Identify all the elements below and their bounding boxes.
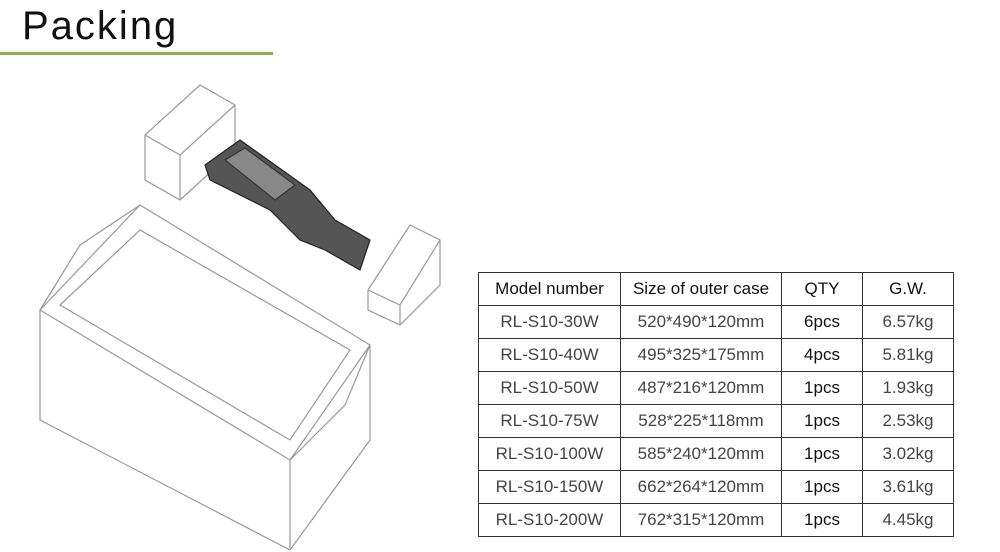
size-cell: 487*216*120mm — [620, 371, 782, 405]
size-cell: 495*325*175mm — [620, 338, 782, 372]
weight-cell: 5.81kg — [862, 338, 954, 372]
model-cell: RL-S10-75W — [478, 404, 621, 438]
size-cell: 520*490*120mm — [620, 305, 782, 339]
model-cell: RL-S10-100W — [478, 437, 621, 471]
model-cell: RL-S10-150W — [478, 470, 621, 504]
streetlight-fixture — [204, 139, 371, 271]
table-header-row: Model number Size of outer case QTY G.W. — [478, 272, 954, 306]
qty-cell: 4pcs — [781, 338, 863, 372]
weight-cell: 3.61kg — [862, 470, 954, 504]
qty-cell: 1pcs — [781, 503, 863, 537]
model-cell: RL-S10-30W — [478, 305, 621, 339]
size-cell: 585*240*120mm — [620, 437, 782, 471]
qty-cell: 6pcs — [781, 305, 863, 339]
weight-cell: 1.93kg — [862, 371, 954, 405]
header-outer-case-size: Size of outer case — [620, 272, 782, 306]
weight-cell: 4.45kg — [862, 503, 954, 537]
packing-table: Model number Size of outer case QTY G.W.… — [478, 272, 954, 537]
header-qty: QTY — [781, 272, 863, 306]
title-underline — [0, 52, 273, 55]
weight-cell: 6.57kg — [862, 305, 954, 339]
page-title: Packing — [22, 4, 179, 48]
size-cell: 662*264*120mm — [620, 470, 782, 504]
header-gross-weight: G.W. — [862, 272, 954, 306]
model-cell: RL-S10-50W — [478, 371, 621, 405]
qty-cell: 1pcs — [781, 437, 863, 471]
size-cell: 528*225*118mm — [620, 404, 782, 438]
qty-cell: 1pcs — [781, 470, 863, 504]
weight-cell: 2.53kg — [862, 404, 954, 438]
qty-cell: 1pcs — [781, 404, 863, 438]
size-cell: 762*315*120mm — [620, 503, 782, 537]
foam-block-bottom — [367, 224, 441, 326]
weight-cell: 3.02kg — [862, 437, 954, 471]
header-model-number: Model number — [478, 272, 621, 306]
carton-box — [39, 204, 371, 550]
qty-cell: 1pcs — [781, 371, 863, 405]
packing-illustration — [39, 84, 441, 550]
model-cell: RL-S10-40W — [478, 338, 621, 372]
model-cell: RL-S10-200W — [478, 503, 621, 537]
